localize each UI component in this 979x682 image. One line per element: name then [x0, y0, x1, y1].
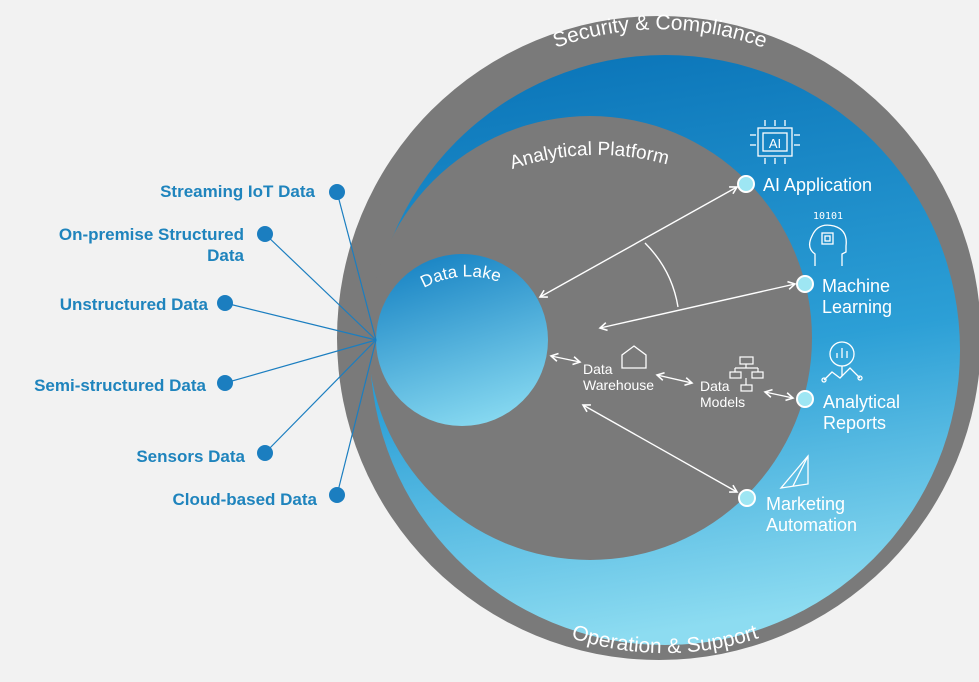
- source-dot: [329, 487, 345, 503]
- output-nodes: [737, 175, 814, 507]
- source-dot: [217, 375, 233, 391]
- source-label-unstructured: Unstructured Data: [59, 295, 208, 314]
- ml-arrow: [598, 280, 797, 332]
- models-reports-arrow: [763, 388, 795, 402]
- source-dot: [257, 445, 273, 461]
- source-dot: [217, 295, 233, 311]
- flowchart-icon: [729, 356, 764, 392]
- arrow-bracket: [644, 242, 679, 308]
- lake-warehouse-arrow: [549, 352, 582, 366]
- flow-arrows: [538, 186, 797, 493]
- lake-ai-arrow: [538, 186, 739, 298]
- data-lake-circle: [376, 254, 548, 426]
- house-icon: [621, 345, 647, 369]
- analytics-icon: [821, 341, 863, 383]
- ml-head-icon: [808, 224, 847, 266]
- output-node: [796, 390, 814, 408]
- output-label-ai-application: AI Application: [763, 175, 873, 195]
- source-label-cloud: Cloud-based Data: [172, 490, 317, 509]
- ai-chip-text: AI: [769, 136, 781, 151]
- output-node: [796, 275, 814, 293]
- source-connectors: [224, 191, 377, 496]
- source-dot: [257, 226, 273, 242]
- binary-badge: 10101: [813, 211, 843, 222]
- warehouse-models-arrow: [655, 371, 694, 387]
- source-label-streaming-iot: Streaming IoT Data: [160, 182, 315, 201]
- source-label-sensors: Sensors Data: [136, 447, 245, 466]
- source-dots: [217, 184, 345, 503]
- paper-plane-icon: [779, 454, 809, 489]
- source-label-semi-structured: Semi-structured Data: [34, 376, 206, 395]
- output-node: [737, 175, 755, 193]
- source-dot: [329, 184, 345, 200]
- output-node: [738, 489, 756, 507]
- ai-chip-icon: [750, 120, 800, 164]
- warehouse-marketing-arrow: [581, 404, 739, 493]
